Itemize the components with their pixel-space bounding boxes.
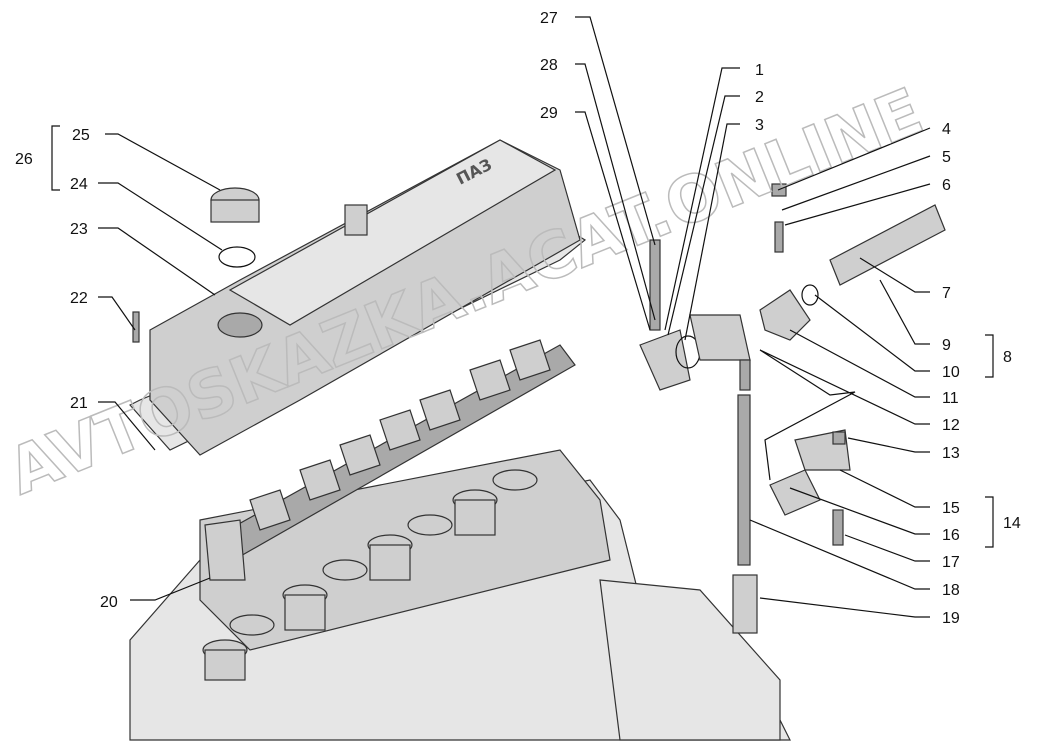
callout-25: 25 [72,127,90,144]
callout-14: 14 [1003,515,1021,532]
callout-28: 28 [540,57,558,74]
seal-ring [218,246,256,268]
callout-15: 15 [942,500,960,517]
callout-12: 12 [942,417,960,434]
callout-1: 1 [755,62,764,79]
callout-10: 10 [942,364,960,381]
callout-20: 20 [100,594,118,611]
callout-29: 29 [540,105,558,122]
callout-5: 5 [942,149,951,166]
callout-21: 21 [70,395,88,412]
callout-labels: 27 28 29 1 2 3 4 5 6 7 9 10 8 11 12 13 1… [15,10,1021,627]
filler-cap [210,187,260,268]
rocker-shaft-assembly [204,339,576,581]
callout-23: 23 [70,221,88,238]
callout-8: 8 [1003,349,1012,366]
valve-springs [202,469,538,681]
callout-22: 22 [70,290,88,307]
callout-26: 26 [15,151,33,168]
exploded-parts [639,183,946,634]
callout-3: 3 [755,117,764,134]
callout-4: 4 [942,121,951,138]
callout-11: 11 [942,390,959,407]
callout-24: 24 [70,176,88,193]
callout-2: 2 [755,89,764,106]
callout-19: 19 [942,610,960,627]
callout-13: 13 [942,445,960,462]
callout-27: 27 [540,10,558,27]
callout-18: 18 [942,582,960,599]
valve-cover: ПАЗ [129,139,587,456]
callout-17: 17 [942,554,960,571]
watermark: AVTOSKAZKA.ACAT.ONLINE [0,75,933,510]
leader-lines [51,16,994,618]
bolt [132,311,140,343]
callout-6: 6 [942,177,951,194]
callout-7: 7 [942,285,951,302]
callout-16: 16 [942,527,960,544]
callout-9: 9 [942,337,951,354]
